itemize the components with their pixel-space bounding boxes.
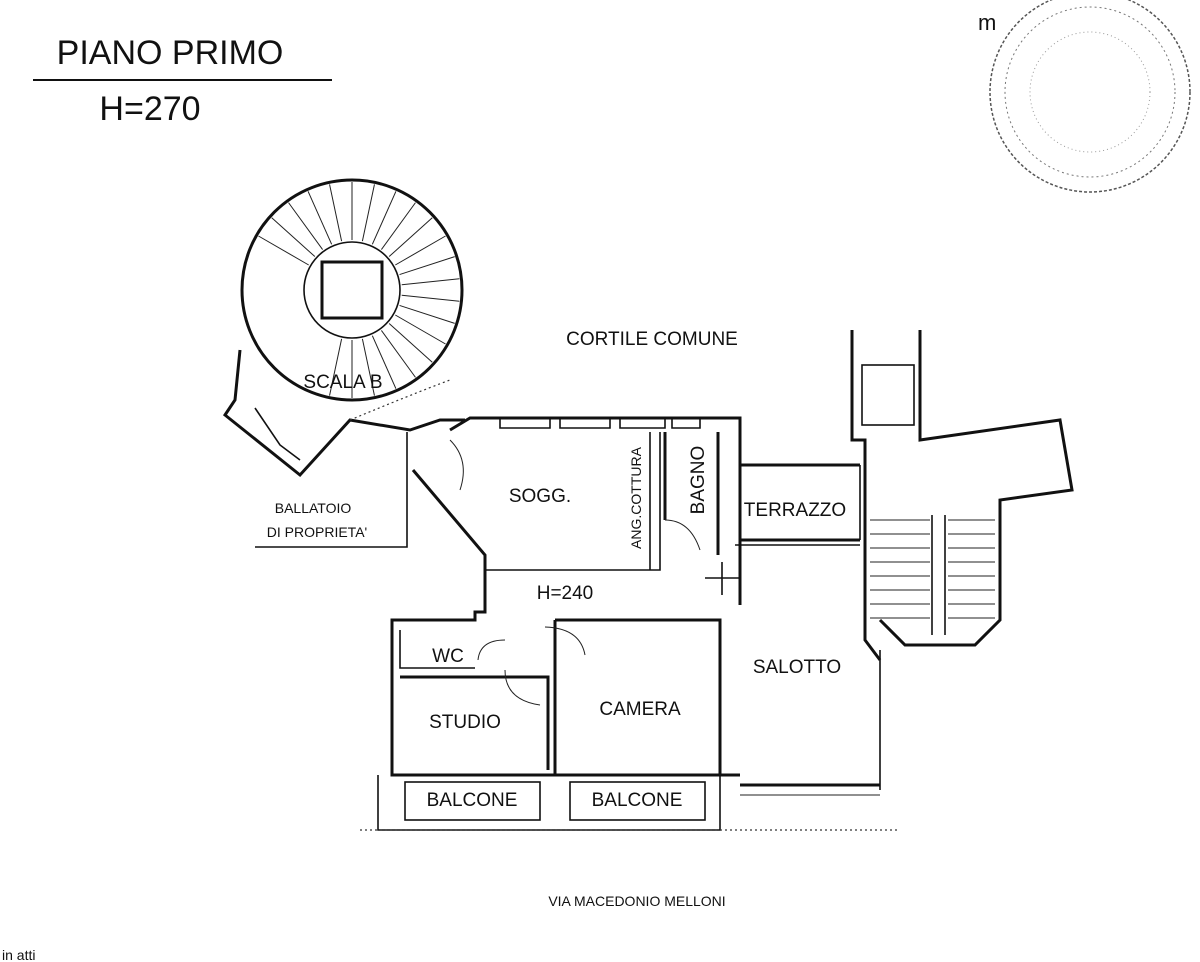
- room-label-camera: CAMERA: [599, 699, 681, 720]
- stamp-fragment: m: [978, 10, 996, 35]
- gallery-label-line1: BALLATOIO: [275, 500, 352, 516]
- room-label-angolo-cottura: ANG.COTTURA: [628, 446, 644, 549]
- staircase-scala-b: SCALA B: [222, 178, 465, 478]
- apartment-walls: [390, 416, 742, 777]
- gallery-label-line2: DI PROPRIETA': [267, 524, 367, 540]
- balconies: [360, 775, 900, 831]
- neighbour-stair-tower: [850, 330, 1074, 661]
- stair-tread: [258, 235, 309, 266]
- stair-tread: [401, 278, 460, 286]
- room-label-wc: WC: [432, 646, 464, 667]
- stair-tread: [271, 217, 316, 257]
- room-label-salotto: SALOTTO: [753, 657, 841, 678]
- corridor-height-label: H=240: [537, 583, 594, 604]
- gallery-leader-line: [255, 432, 408, 548]
- room-label-bagno: BAGNO: [688, 446, 709, 515]
- stair-tread: [371, 335, 397, 389]
- room-label-balcone-right: BALCONE: [592, 790, 683, 811]
- stair-tread: [395, 314, 446, 345]
- stair-tread: [288, 202, 324, 250]
- stair-tread: [307, 191, 333, 245]
- stair-tread: [329, 184, 343, 242]
- courtyard-label: CORTILE COMUNE: [566, 329, 738, 350]
- stair-tread: [395, 235, 446, 266]
- footer-note: in atti: [2, 947, 35, 962]
- stair-tread: [388, 323, 433, 363]
- room-label-balcone-left: BALCONE: [427, 790, 518, 811]
- stair-tread: [401, 294, 460, 302]
- room-label-terrazzo: TERRAZZO: [744, 500, 846, 521]
- plan-height: H=270: [99, 90, 200, 128]
- street-label: VIA MACEDONIO MELLONI: [548, 893, 725, 909]
- stair-tread: [388, 217, 433, 257]
- stair-tread: [380, 330, 416, 378]
- stair-tread: [399, 256, 455, 276]
- room-label-studio: STUDIO: [429, 712, 501, 733]
- stair-label: SCALA B: [303, 372, 382, 393]
- stair-tread: [371, 191, 397, 245]
- official-stamp-seal: m: [978, 0, 1191, 193]
- room-label-soggiorno: SOGG.: [509, 486, 571, 507]
- stair-tread: [361, 184, 375, 242]
- stair-tread: [399, 304, 455, 324]
- stair-tread: [380, 202, 416, 250]
- stair-tread: [329, 338, 343, 396]
- plan-title: PIANO PRIMO: [57, 34, 284, 72]
- stair-tread: [361, 338, 375, 396]
- terrace-salotto-walls: [735, 463, 881, 796]
